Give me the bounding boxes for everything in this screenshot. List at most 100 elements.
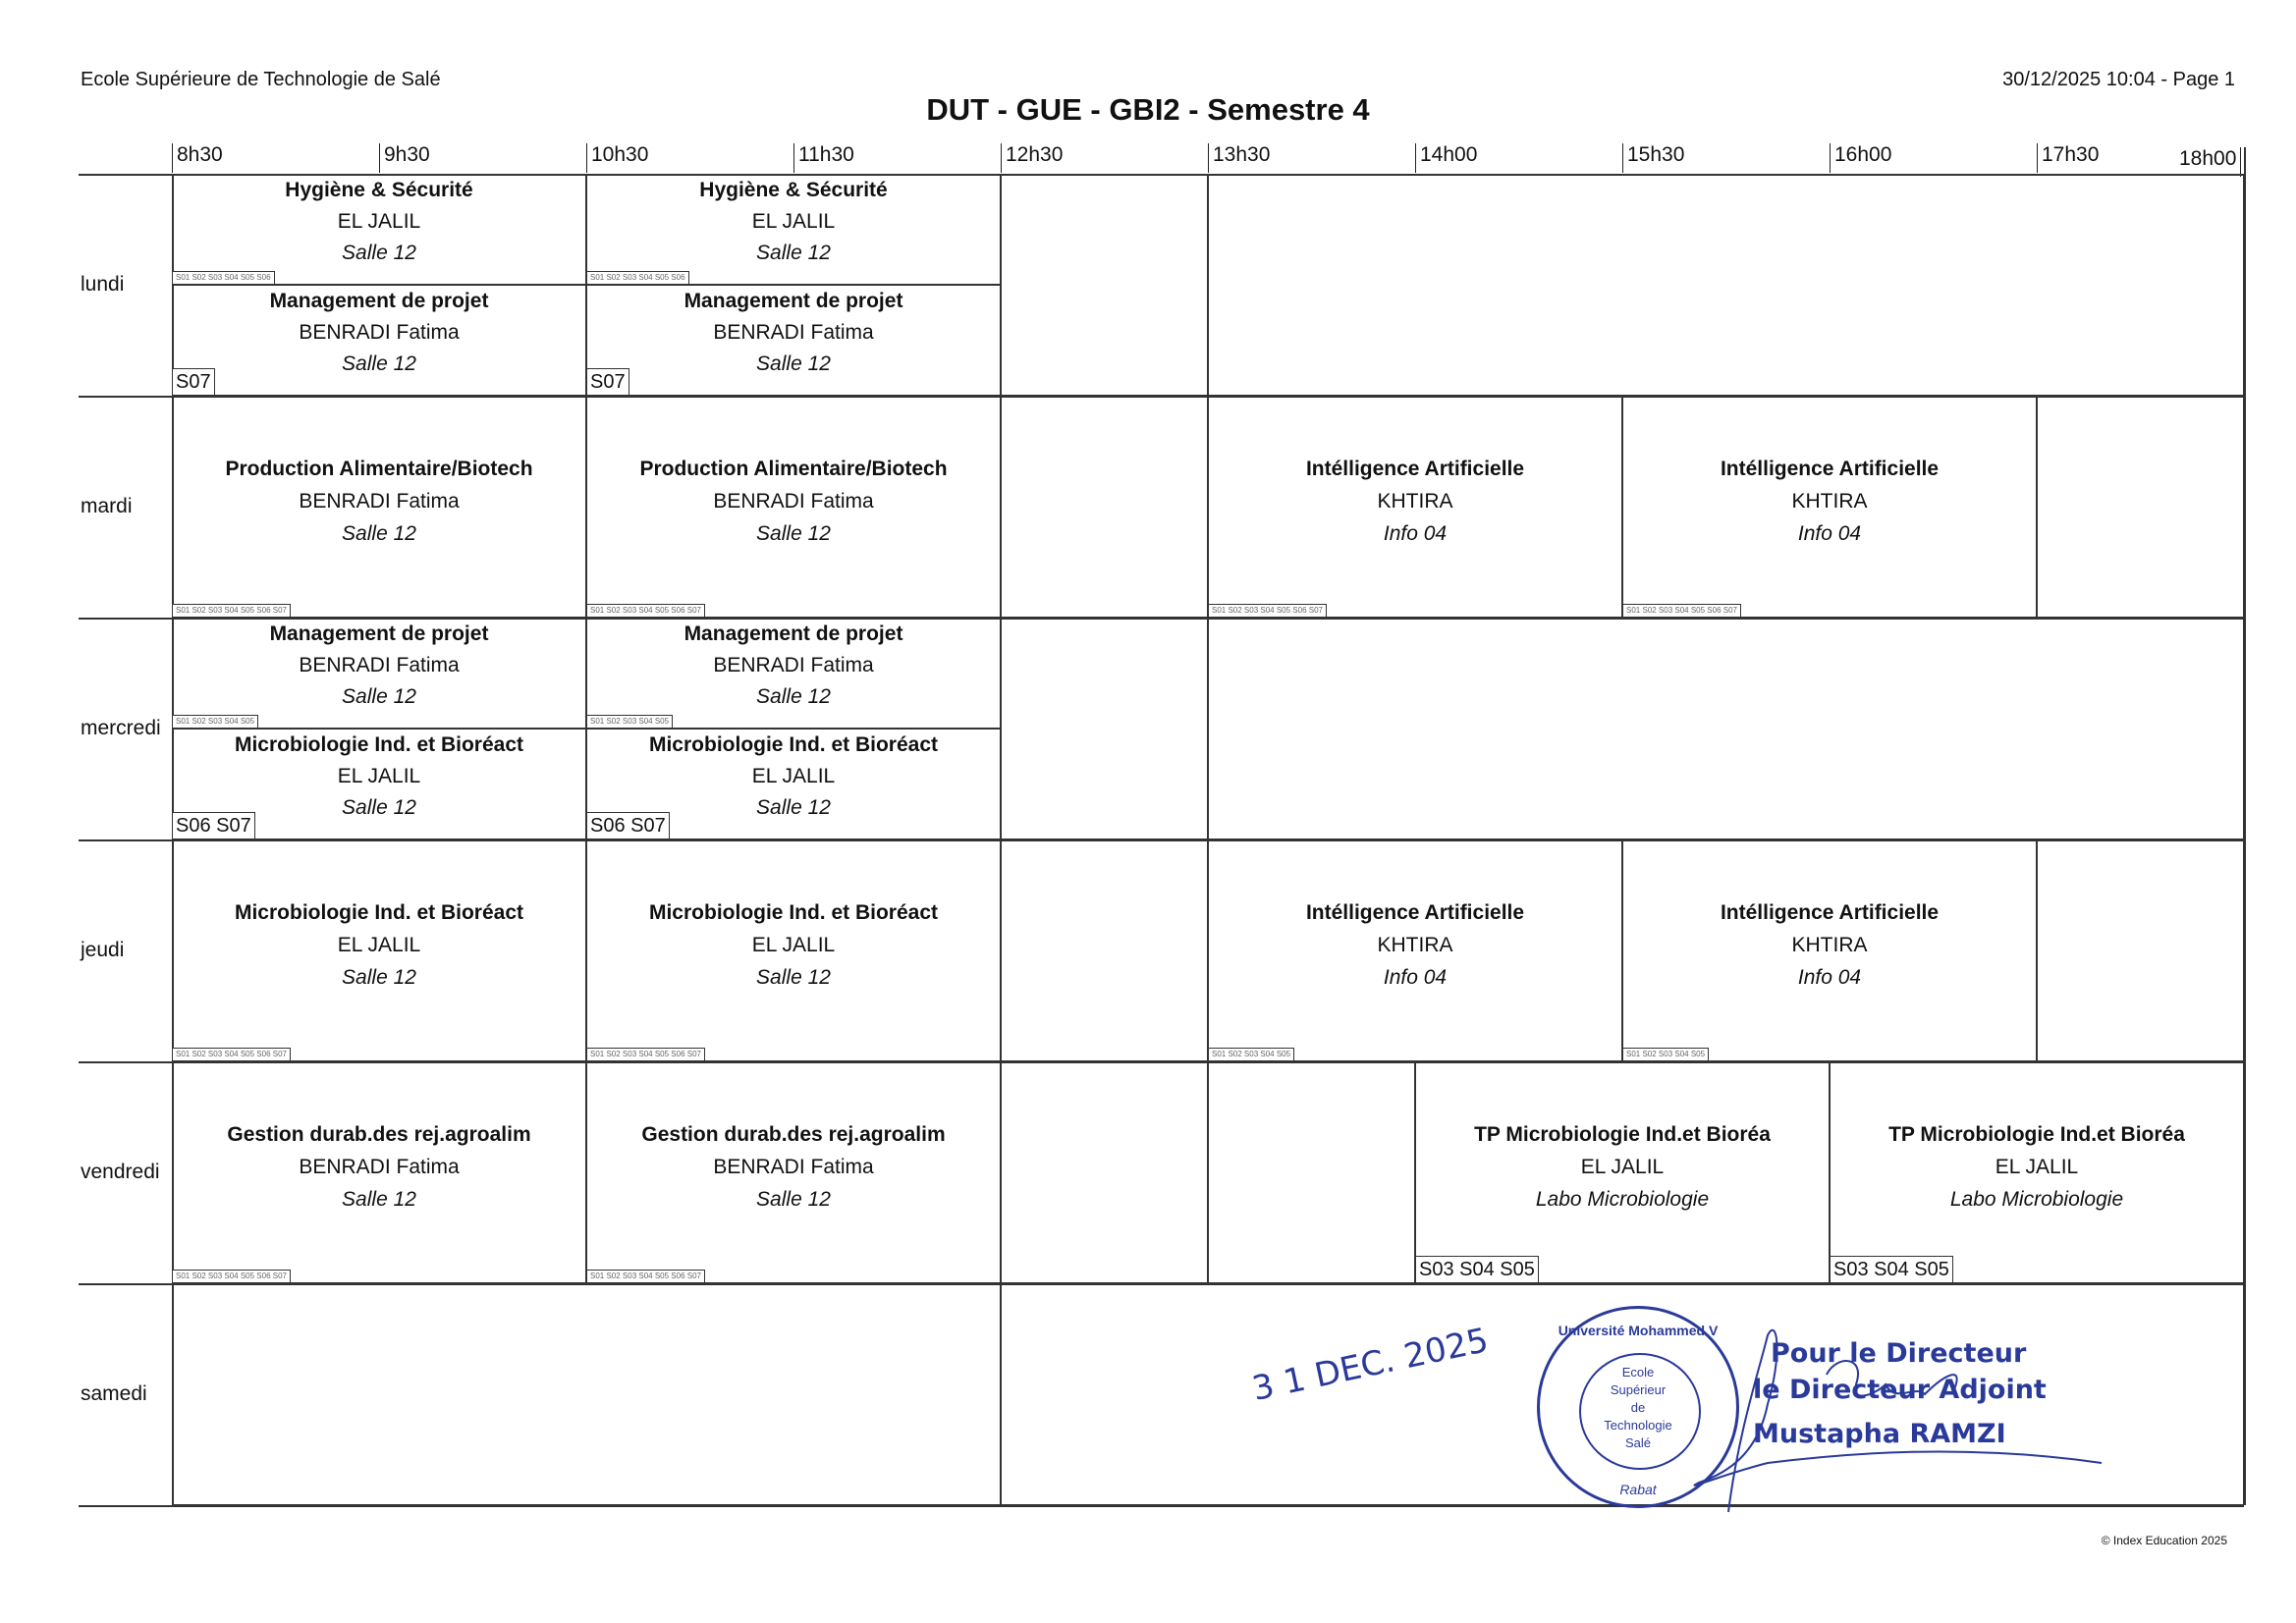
row-divider xyxy=(79,618,2244,620)
empty-slot xyxy=(172,1283,1001,1505)
course-room: Salle 12 xyxy=(342,685,416,708)
course-subject: Microbiologie Ind. et Bioréact xyxy=(234,733,524,756)
course-room: Salle 12 xyxy=(342,966,416,989)
group-tag: S01 S02 S03 S04 S05 xyxy=(173,715,259,728)
group-tag: S01 S02 S03 S04 S05 S06 S07 xyxy=(587,1048,705,1060)
course-block[interactable]: Microbiologie Ind. et Bioréact EL JALIL Sa… xyxy=(172,839,586,1061)
course-subject: Production Alimentaire/Biotech xyxy=(639,458,948,480)
course-subject: Intélligence Artificielle xyxy=(1305,458,1525,480)
seal-line: de xyxy=(1630,1400,1646,1415)
course-room: Salle 12 xyxy=(756,966,831,989)
course-room: Labo Microbiologie xyxy=(1535,1188,1710,1211)
time-label: 10h30 xyxy=(586,143,648,173)
course-subject: Management de projet xyxy=(683,290,903,312)
timetable-title: DUT - GUE - GBI2 - Semestre 4 xyxy=(926,92,1370,127)
course-teacher: EL JALIL xyxy=(1995,1156,2079,1178)
course-teacher: BENRADI Fatima xyxy=(299,654,460,676)
course-room: Info 04 xyxy=(1797,522,1862,545)
course-room: Salle 12 xyxy=(342,242,416,264)
course-teacher: KHTIRA xyxy=(1377,490,1453,513)
signature-line-3: Mustapha RAMZI xyxy=(1753,1419,2006,1449)
course-subject: Intélligence Artificielle xyxy=(1720,458,1940,480)
official-seal: Université Mohammed V Ecole Supérieur de… xyxy=(1537,1306,1739,1508)
group-tag: S01 S02 S03 S04 S05 S06 S07 xyxy=(587,1270,705,1282)
seal-line: Technologie xyxy=(1604,1418,1672,1433)
day-label-mercredi: mercredi xyxy=(81,717,161,739)
course-subject: Microbiologie Ind. et Bioréact xyxy=(234,901,524,924)
empty-slot xyxy=(1208,174,2244,396)
time-label: 16h00 xyxy=(1830,143,1891,173)
course-subject: Management de projet xyxy=(269,622,489,645)
course-teacher: EL JALIL xyxy=(337,210,421,233)
course-block[interactable]: TP Microbiologie Ind.et Bioréa EL JALIL La… xyxy=(1415,1061,1830,1283)
time-label: 13h30 xyxy=(1208,143,1270,173)
group-tag: S01 S02 S03 S04 S05 S06 S07 xyxy=(173,1048,291,1060)
course-room: Info 04 xyxy=(1383,966,1448,989)
group-tag: S01 S02 S03 S04 S05 xyxy=(587,715,674,728)
course-teacher: EL JALIL xyxy=(751,765,836,787)
course-room: Salle 12 xyxy=(342,1188,416,1211)
copyright-footer: © Index Education 2025 xyxy=(2101,1534,2227,1547)
course-room: Info 04 xyxy=(1797,966,1862,989)
seal-bottom-text: Rabat xyxy=(1619,1482,1657,1497)
day-label-jeudi: jeudi xyxy=(81,939,125,961)
row-divider xyxy=(79,1283,2244,1285)
empty-slot xyxy=(2037,839,2244,1061)
course-subject: Hygiène & Sécurité xyxy=(285,179,473,201)
time-label: 18h00 xyxy=(2175,147,2242,177)
course-teacher: EL JALIL xyxy=(337,934,421,956)
seal-center-text: Ecole Supérieur de Technologie Salé xyxy=(1540,1364,1736,1452)
course-subject: Management de projet xyxy=(269,290,489,312)
time-label: 8h30 xyxy=(172,143,223,173)
signature-line-2: le Directeur Adjoint xyxy=(1753,1375,2047,1405)
row-divider xyxy=(79,396,2244,398)
empty-slot xyxy=(1001,174,1208,396)
group-tag: S01 S02 S03 S04 S05 xyxy=(1209,1048,1295,1060)
course-subject: Hygiène & Sécurité xyxy=(699,179,888,201)
time-label: 11h30 xyxy=(793,143,854,173)
course-subject: TP Microbiologie Ind.et Bioréa xyxy=(1474,1123,1771,1146)
signature-line-1: Pour le Directeur xyxy=(1771,1338,2027,1369)
row-divider xyxy=(79,174,2244,176)
course-teacher: BENRADI Fatima xyxy=(713,321,874,344)
group-tag: S06 S07 xyxy=(173,812,255,839)
handwritten-signature xyxy=(1693,1328,2103,1513)
course-teacher: EL JALIL xyxy=(1580,1156,1665,1178)
empty-slot xyxy=(2037,396,2244,618)
course-teacher: BENRADI Fatima xyxy=(299,1156,460,1178)
course-subject: Intélligence Artificielle xyxy=(1720,901,1940,924)
empty-slot xyxy=(1001,1061,1208,1283)
time-label: 14h00 xyxy=(1415,143,1477,173)
course-teacher: BENRADI Fatima xyxy=(713,490,874,513)
seal-line: Ecole xyxy=(1621,1365,1655,1380)
print-date-page: 30/12/2025 10:04 - Page 1 xyxy=(2002,69,2235,90)
course-teacher: KHTIRA xyxy=(1791,490,1868,513)
course-room: Salle 12 xyxy=(756,352,831,375)
time-label: 12h30 xyxy=(1001,143,1063,173)
course-room: Salle 12 xyxy=(342,796,416,819)
seal-ring-text: Université Mohammed V xyxy=(1558,1323,1719,1338)
course-subject: Microbiologie Ind. et Bioréact xyxy=(648,733,939,756)
seal-line: Supérieur xyxy=(1610,1382,1667,1397)
school-name: Ecole Supérieure de Technologie de Salé xyxy=(81,69,441,90)
course-subject: Gestion durab.des rej.agroalim xyxy=(227,1123,531,1146)
course-subject: Gestion durab.des rej.agroalim xyxy=(641,1123,946,1146)
